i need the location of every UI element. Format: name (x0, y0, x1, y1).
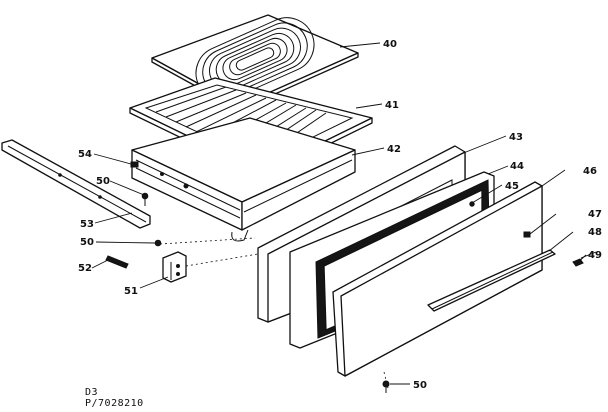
door-handle (427, 249, 556, 312)
callout-53: 53 (80, 219, 94, 230)
callout-49: 49 (588, 250, 602, 261)
callout-41: 41 (385, 100, 399, 111)
callout-50-lower: 50 (413, 380, 427, 391)
callout-46: 46 (583, 166, 597, 177)
callout-48: 48 (588, 227, 602, 238)
callout-42: 42 (387, 144, 401, 155)
alignment-line (159, 237, 256, 245)
alignment-line (185, 253, 259, 267)
clip-54 (130, 161, 139, 168)
spring (105, 255, 129, 269)
bracket (162, 251, 187, 283)
callout-47: 47 (588, 209, 602, 220)
callout-44: 44 (510, 161, 524, 172)
callout-40: 40 (383, 39, 397, 50)
concentric-oval-pattern (195, 17, 315, 101)
callout-45: 45 (505, 181, 519, 192)
drawer-liner (131, 117, 356, 242)
callout-54: 54 (78, 149, 92, 160)
callout-51: 51 (124, 286, 138, 297)
left-slide-rail (1, 139, 151, 229)
part-number: P/7028210 (85, 398, 144, 409)
leader-lines (91, 42, 597, 385)
screw-50-lower (382, 380, 390, 393)
callout-50-middle: 50 (80, 237, 94, 248)
screw-50-middle (154, 239, 162, 247)
callout-52: 52 (78, 263, 92, 274)
callout-labels: 40 41 42 43 44 45 46 47 48 49 50 50 50 5… (78, 39, 602, 391)
figure-code: D3 (85, 387, 99, 398)
callout-50-upper: 50 (96, 176, 110, 187)
screw-50-upper (141, 192, 149, 206)
callout-43: 43 (509, 132, 523, 143)
outer-door-panel (332, 181, 543, 377)
